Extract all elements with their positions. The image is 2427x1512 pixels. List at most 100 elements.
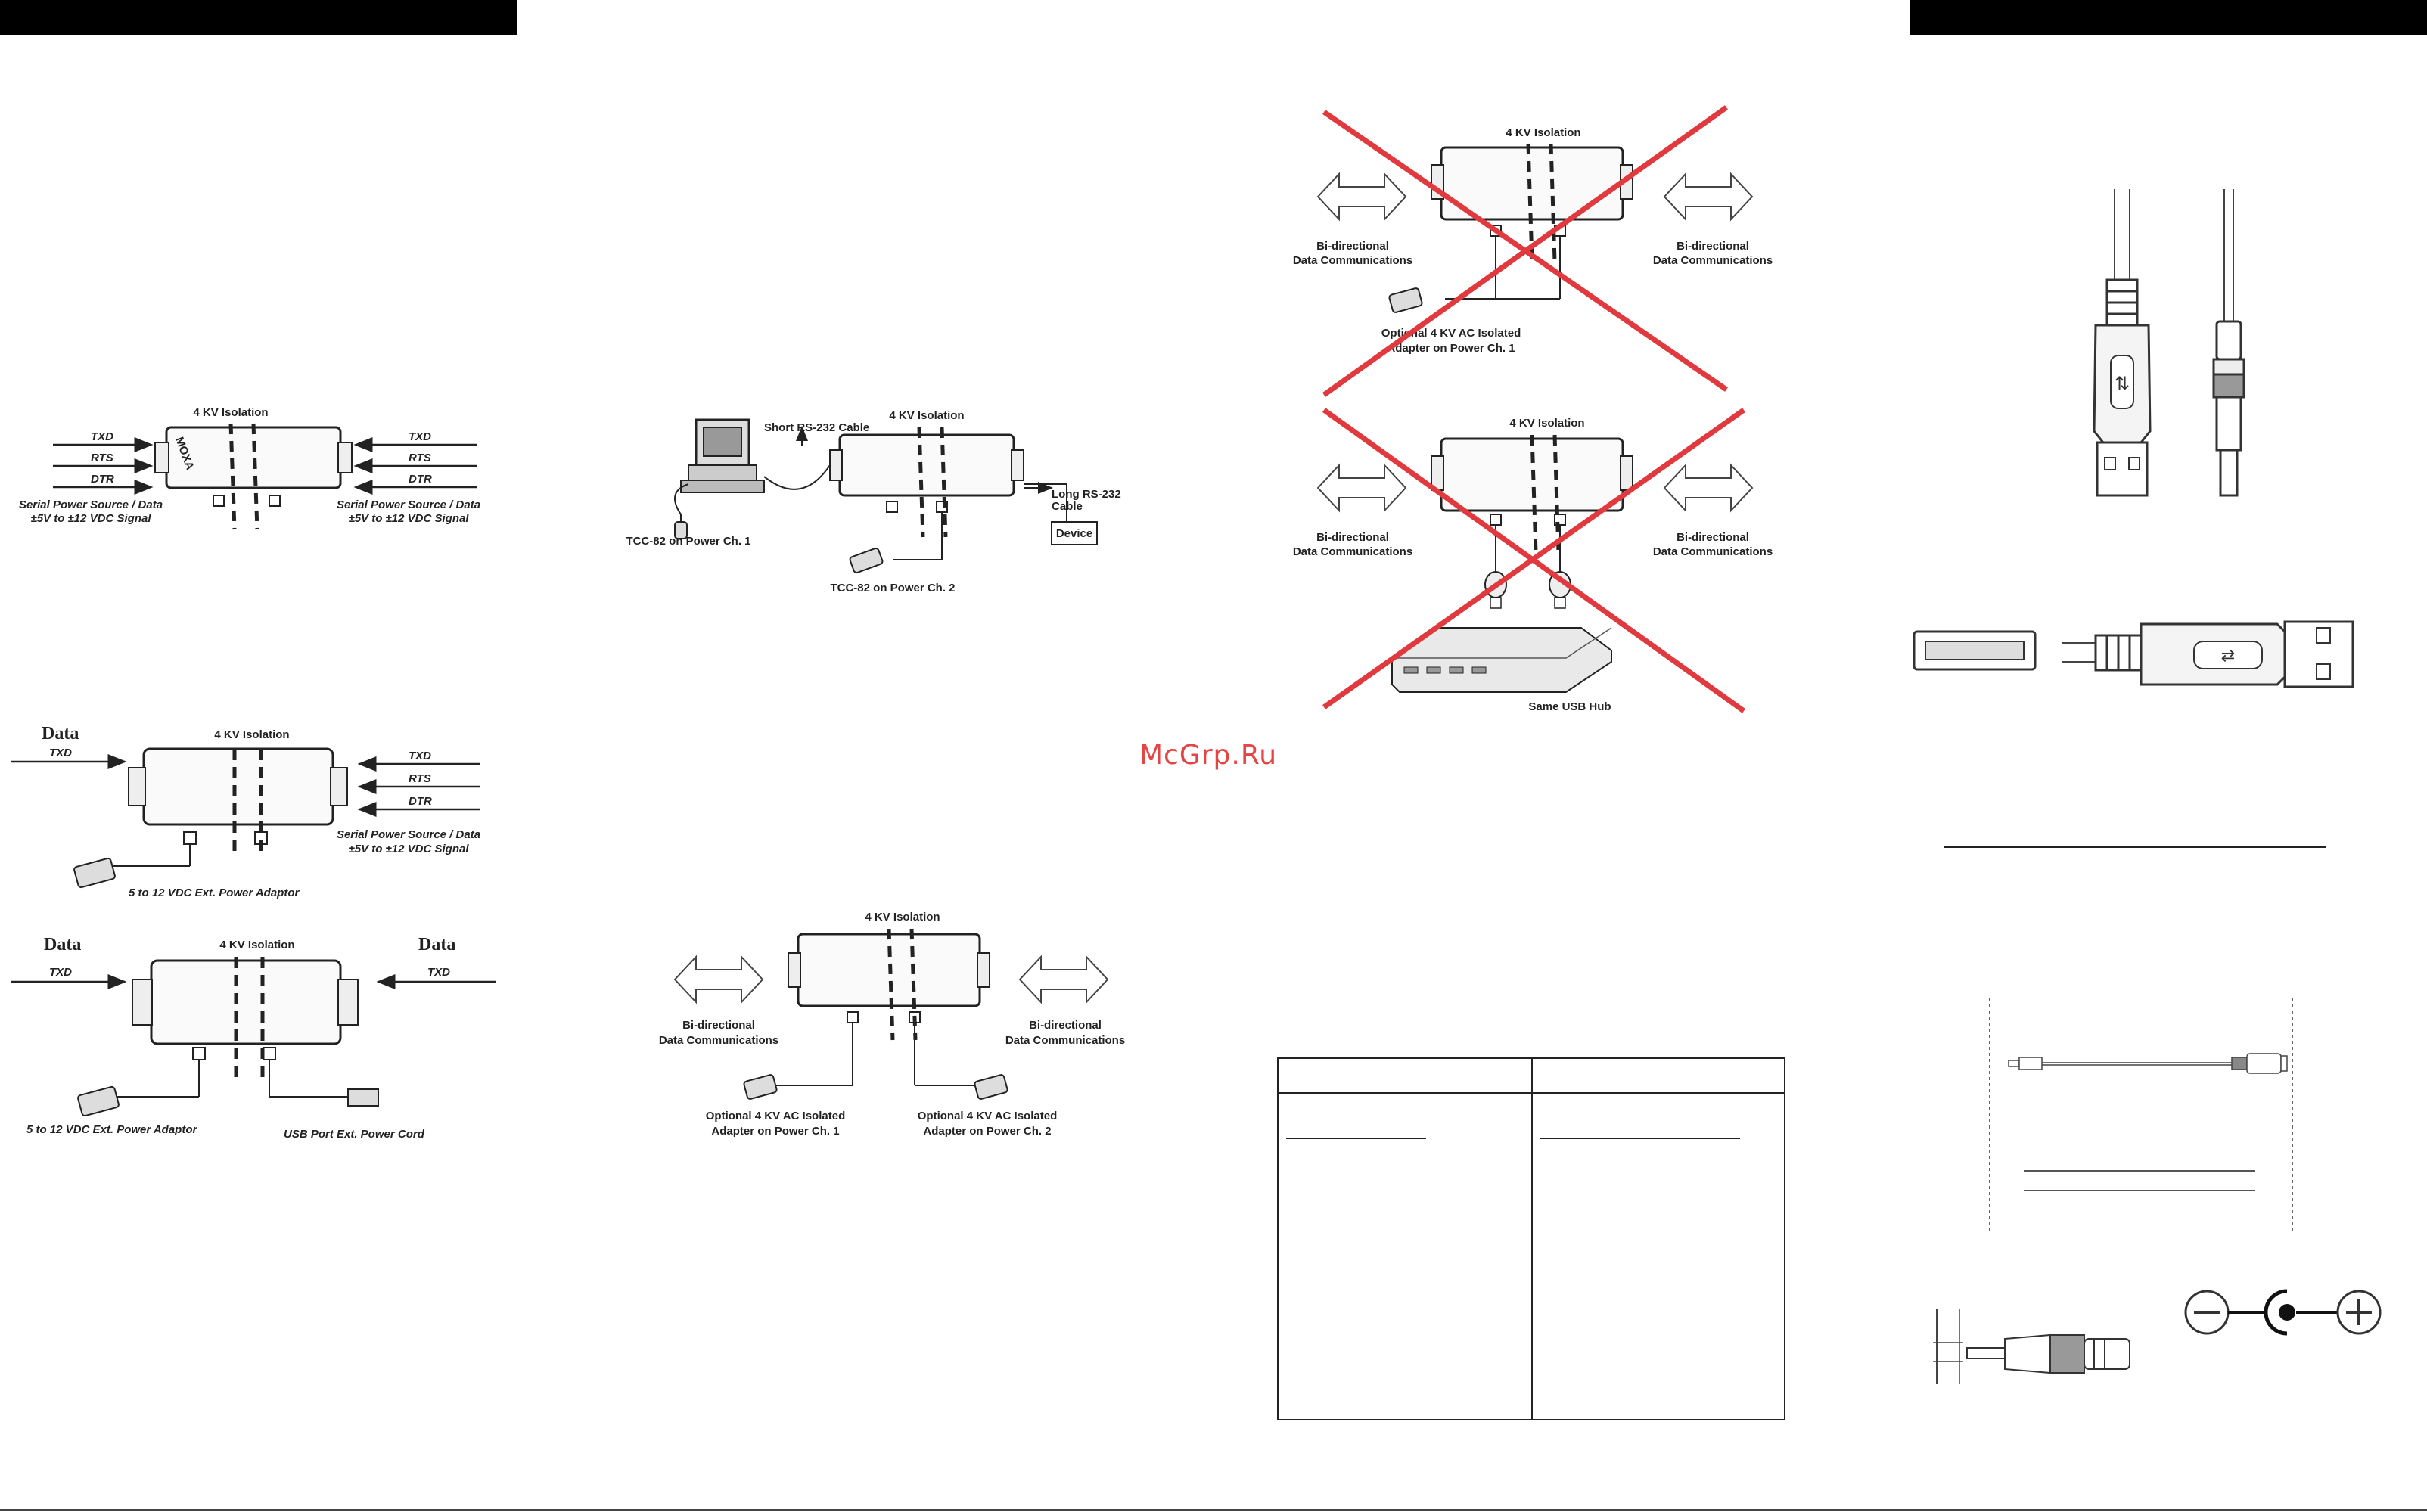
watermark-text: McGrp.Ru bbox=[1139, 740, 1278, 771]
isolation-label: 4 KV Isolation bbox=[1506, 126, 1580, 139]
diagram-tcc82: 4 KV Isolation Short RS-232 Cable TCC-82… bbox=[626, 409, 1121, 595]
polarity-diagram bbox=[2184, 1289, 2382, 1336]
tcc-label: TCC-82 on Power Ch. 2 bbox=[830, 582, 955, 595]
device-box bbox=[1051, 521, 1098, 545]
signal-label: TXD bbox=[409, 430, 431, 443]
source-label: Serial Power Source / Data bbox=[19, 498, 163, 511]
bidirectional-arrow bbox=[1316, 172, 1407, 222]
cross-line bbox=[1322, 105, 1729, 397]
device-label: Device bbox=[1056, 527, 1092, 540]
cable-label: Long RS-232 bbox=[1052, 488, 1121, 501]
isolation-label: 4 KV Isolation bbox=[865, 911, 940, 924]
table-column-divider bbox=[1531, 1059, 1533, 1419]
cross-line bbox=[1322, 408, 1746, 709]
usb-hub-icon bbox=[1391, 627, 1612, 693]
diagram-incorrect-usb-hub: 4 KV Isolation Bi-directional Data Commu… bbox=[1293, 408, 1773, 713]
signal-label: TXD bbox=[49, 747, 72, 759]
adapter-label: Adapter on Power Ch. 1 bbox=[1387, 342, 1515, 355]
svg-text:⇅: ⇅ bbox=[2115, 373, 2130, 394]
signal-label: TXD bbox=[49, 966, 72, 979]
comm-label: Data Communications bbox=[1653, 545, 1773, 558]
hub-label: Same USB Hub bbox=[1528, 700, 1611, 713]
isolation-label: 4 KV Isolation bbox=[214, 728, 289, 741]
diagram-usb-cord: Data Data 4 KV Isolation TXD TXD 5 to 12… bbox=[11, 935, 496, 1141]
data-label: Data bbox=[42, 724, 79, 744]
source-label: ±5V to ±12 VDC Signal bbox=[348, 512, 469, 525]
source-label: ±5V to ±12 VDC Signal bbox=[348, 843, 469, 855]
signal-label: TXD bbox=[91, 430, 113, 443]
comm-label: Bi-directional bbox=[1316, 531, 1389, 544]
comm-label: Bi-directional bbox=[1316, 240, 1389, 253]
diagram-bidirectional: 4 KV Isolation Bi-directional Data Commu… bbox=[659, 911, 1125, 1138]
diagram-incorrect-adapter: 4 KV Isolation Bi-directional Data Commu… bbox=[1293, 105, 1773, 397]
header-bar-left bbox=[0, 0, 517, 35]
isolation-label: 4 KV Isolation bbox=[193, 406, 268, 419]
signal-label: DTR bbox=[91, 473, 114, 486]
adapter-label: Adapter on Power Ch. 1 bbox=[711, 1125, 839, 1138]
signal-label: RTS bbox=[91, 452, 113, 464]
signal-label: RTS bbox=[409, 772, 431, 785]
bidirectional-arrow bbox=[1018, 955, 1109, 1004]
usb-cord-label: USB Port Ext. Power Cord bbox=[284, 1128, 425, 1141]
table-rule bbox=[1286, 1138, 1426, 1139]
adapter-label: Adapter on Power Ch. 2 bbox=[923, 1125, 1051, 1138]
comm-label: Bi-directional bbox=[1677, 531, 1749, 544]
adaptor-label: 5 to 12 VDC Ext. Power Adaptor bbox=[26, 1123, 197, 1136]
adaptor-icon bbox=[743, 1074, 778, 1100]
comm-label: Data Communications bbox=[659, 1034, 778, 1047]
source-label: Serial Power Source / Data bbox=[337, 498, 480, 511]
signal-label: DTR bbox=[409, 795, 432, 808]
dc-plug-dimensions bbox=[1933, 1309, 2130, 1384]
usb-a-receptacle-icon bbox=[1913, 630, 2037, 671]
cable-label: Short RS-232 Cable bbox=[764, 421, 869, 434]
comm-label: Data Communications bbox=[1293, 254, 1412, 267]
signal-label: TXD bbox=[427, 966, 450, 979]
data-label: Data bbox=[44, 935, 81, 955]
comm-label: Data Communications bbox=[1653, 254, 1773, 267]
table-rule bbox=[1540, 1138, 1740, 1139]
comm-label: Bi-directional bbox=[682, 1019, 755, 1032]
diagram-single-adaptor: Data 4 KV Isolation TXD TXD RTS DTR Seri… bbox=[11, 724, 480, 899]
signal-label: RTS bbox=[409, 452, 431, 464]
usb-a-plug-icon: ⇅ bbox=[2093, 189, 2152, 497]
isolation-label: 4 KV Isolation bbox=[889, 409, 964, 422]
bottom-rule bbox=[0, 1509, 2427, 1511]
plus-icon bbox=[2336, 1290, 2382, 1335]
comm-label: Data Communications bbox=[1005, 1034, 1125, 1047]
data-label: Data bbox=[418, 935, 455, 955]
source-label: Serial Power Source / Data bbox=[337, 828, 480, 841]
center-pin-icon bbox=[2264, 1289, 2295, 1336]
adaptor-icon bbox=[1388, 287, 1423, 313]
usb-plug-icon bbox=[347, 1088, 379, 1107]
section-rule bbox=[1944, 846, 2326, 848]
bidirectional-arrow bbox=[1316, 463, 1407, 513]
bidirectional-arrow bbox=[673, 955, 764, 1004]
spec-table bbox=[1277, 1057, 1785, 1420]
adapter-label: Optional 4 KV AC Isolated bbox=[706, 1110, 845, 1122]
computer-icon bbox=[680, 418, 765, 493]
usb-power-cable-drawing bbox=[1989, 998, 2293, 1233]
comm-label: Data Communications bbox=[1293, 545, 1412, 558]
signal-label: TXD bbox=[409, 750, 431, 762]
dc-barrel-plug-icon bbox=[2212, 189, 2245, 497]
comm-label: Bi-directional bbox=[1029, 1019, 1102, 1032]
signal-label: DTR bbox=[409, 473, 432, 486]
adaptor-icon bbox=[73, 857, 116, 889]
adaptor-label: 5 to 12 VDC Ext. Power Adaptor bbox=[129, 886, 300, 899]
usb-connectors-vertical: ⇅ bbox=[2093, 189, 2245, 497]
usb-connectors-horizontal: ⇄ bbox=[1913, 620, 2354, 688]
bidirectional-arrow bbox=[1663, 463, 1754, 513]
isolation-label: 4 KV Isolation bbox=[219, 939, 294, 952]
isolation-label: 4 KV Isolation bbox=[1509, 417, 1584, 430]
adaptor-icon bbox=[77, 1085, 120, 1117]
diagram-serial-power: 4 KV Isolation MOXA TXD RTS DTR TXD RTS … bbox=[19, 406, 480, 530]
source-label: ±5V to ±12 VDC Signal bbox=[30, 512, 151, 525]
cable-label: Cable bbox=[1052, 500, 1083, 513]
usb-a-plug-icon: ⇄ bbox=[2062, 620, 2354, 688]
tcc-label: TCC-82 on Power Ch. 1 bbox=[626, 535, 750, 548]
comm-label: Bi-directional bbox=[1677, 240, 1749, 253]
adaptor-icon bbox=[974, 1074, 1008, 1100]
svg-text:⇄: ⇄ bbox=[2221, 647, 2235, 666]
adapter-label: Optional 4 KV AC Isolated bbox=[918, 1110, 1057, 1122]
minus-icon bbox=[2184, 1290, 2230, 1335]
